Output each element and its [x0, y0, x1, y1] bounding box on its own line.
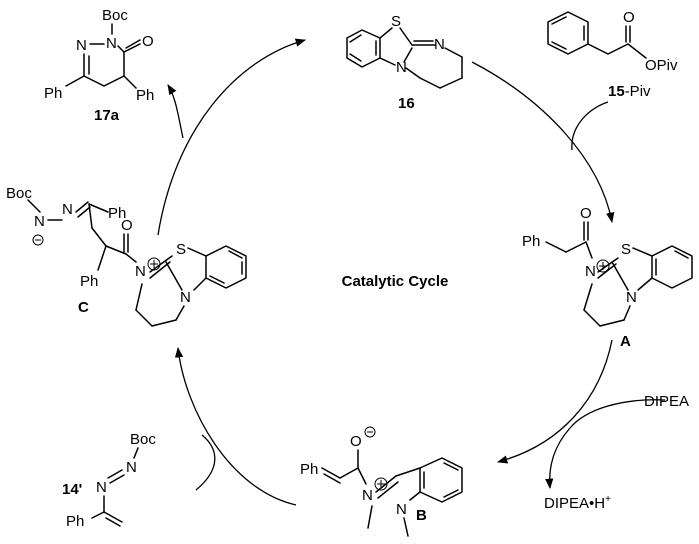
compound-B: Ph O N N B: [300, 426, 463, 537]
compound-A: Ph O N S N A: [522, 205, 693, 350]
arrow-dipea-h-out: [545, 427, 571, 490]
atom-s: S: [391, 13, 401, 30]
atom-ph-right: Ph: [136, 87, 154, 104]
atom-o: O: [142, 33, 154, 50]
diagram-title: Catalytic Cycle: [342, 273, 449, 290]
atom-opiv: OPiv: [645, 57, 678, 74]
atom-boc: Boc: [130, 431, 156, 448]
atom-boc: Boc: [102, 7, 128, 24]
atom-n2: N: [96, 479, 107, 496]
atom-n-ring: N: [180, 289, 191, 306]
atom-n2: N: [62, 201, 73, 218]
atom-o: O: [580, 205, 592, 222]
compound-16: S N N 16: [346, 13, 463, 112]
atom-n2: N: [76, 37, 87, 54]
atom-ph-upper: Ph: [108, 205, 126, 222]
arrow-product-out: [167, 84, 184, 139]
compound-14-prime: Boc N N Ph 14': [62, 431, 156, 530]
atom-n-plus: N: [585, 263, 596, 280]
compound-B-label: B: [416, 507, 427, 524]
atom-o-minus: O: [350, 433, 362, 450]
compound-C-label: C: [78, 299, 89, 316]
reagent-dipea-h: DIPEA•H+: [544, 494, 611, 512]
cycle-arrow-A-to-B: [496, 339, 613, 464]
atom-n1: N: [34, 213, 45, 230]
arrow-dipea-in: [569, 399, 666, 429]
compound-15-piv: O OPiv 15-Piv: [547, 9, 678, 100]
compound-17a: Boc N N Ph Ph O 17a: [44, 7, 154, 124]
cycle-arrow-B-to-C: [174, 346, 297, 506]
atom-s: S: [176, 241, 186, 258]
atom-s: S: [621, 241, 631, 258]
compound-14-prime-label: 14': [62, 481, 82, 498]
atom-ph-lower: Ph: [80, 273, 98, 290]
atom-n1: N: [126, 459, 137, 476]
atom-ph: Ph: [300, 461, 318, 478]
reagent-dipea: DIPEA: [644, 393, 689, 410]
atom-n-plus: N: [135, 263, 146, 280]
atom-n-ring: N: [396, 501, 407, 518]
arrow-azo-in: [195, 434, 216, 491]
atom-n-ring: N: [396, 59, 407, 76]
atom-n-plus: N: [362, 487, 373, 504]
atom-ph: Ph: [66, 513, 84, 530]
atom-n-ring: N: [626, 289, 637, 306]
atom-n1: N: [106, 35, 117, 52]
compound-A-label: A: [620, 333, 631, 350]
compound-C: Boc N N Ph Ph O N S N: [6, 185, 247, 327]
compound-16-label: 16: [398, 95, 415, 112]
cycle-arrow-C-to-16: [157, 38, 306, 236]
compound-15-piv-label: 15-Piv: [608, 83, 651, 100]
compound-17a-label: 17a: [94, 107, 120, 124]
atom-n-imine: N: [434, 36, 445, 53]
atom-ph: Ph: [522, 233, 540, 250]
atom-boc: Boc: [6, 185, 32, 202]
atom-o-carbonyl: O: [623, 9, 635, 26]
atom-ph-left: Ph: [44, 85, 62, 102]
cycle-arrow-16-to-A: [471, 61, 615, 224]
atom-o: O: [121, 217, 133, 234]
arrow-substrate-in: [571, 101, 609, 151]
